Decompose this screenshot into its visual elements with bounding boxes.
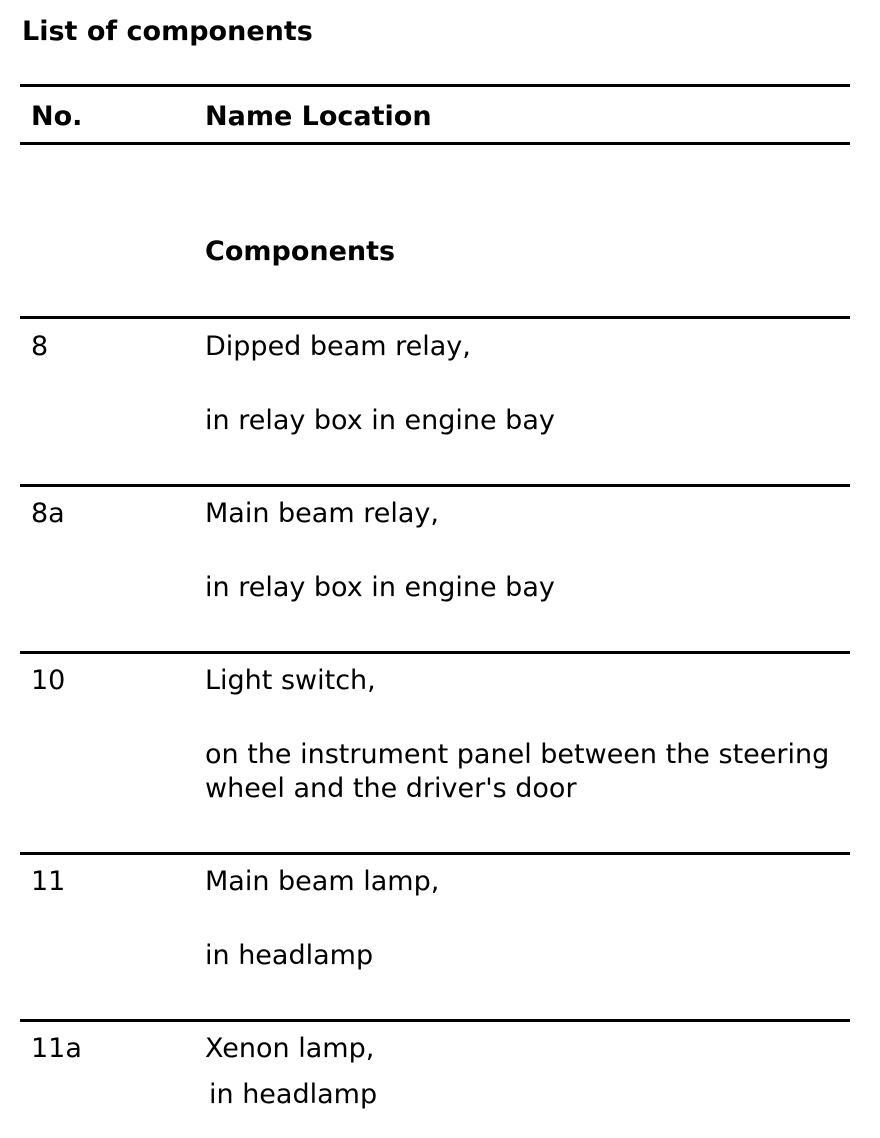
table-top-rule [20,84,850,87]
component-name: Main beam lamp, [205,866,440,897]
row-number: 8a [31,498,65,529]
row-divider [20,484,850,487]
component-location: in headlamp [205,940,374,971]
component-name: Dipped beam relay, [205,331,471,362]
component-location: in relay box in engine bay [205,572,555,603]
section-label-components: Components [205,236,396,267]
component-name: Main beam relay, [205,498,439,529]
header-bottom-rule [20,142,850,145]
component-name: Light switch, [205,665,376,696]
row-number: 11a [31,1033,82,1064]
component-name: Xenon lamp, [205,1033,375,1064]
row-divider [20,1019,850,1022]
row-number: 11 [31,866,66,897]
row-divider [20,651,850,654]
row-divider [20,852,850,855]
column-header-no: No. [31,101,83,132]
row-divider [20,316,850,319]
component-location: on the instrument panel between the stee… [205,739,830,804]
column-header-name-location: Name Location [205,101,432,132]
document-title: List of components [22,16,313,47]
component-location: in headlamp [209,1079,378,1110]
component-location: in relay box in engine bay [205,405,555,436]
row-number: 10 [31,665,66,696]
row-number: 8 [31,331,49,362]
